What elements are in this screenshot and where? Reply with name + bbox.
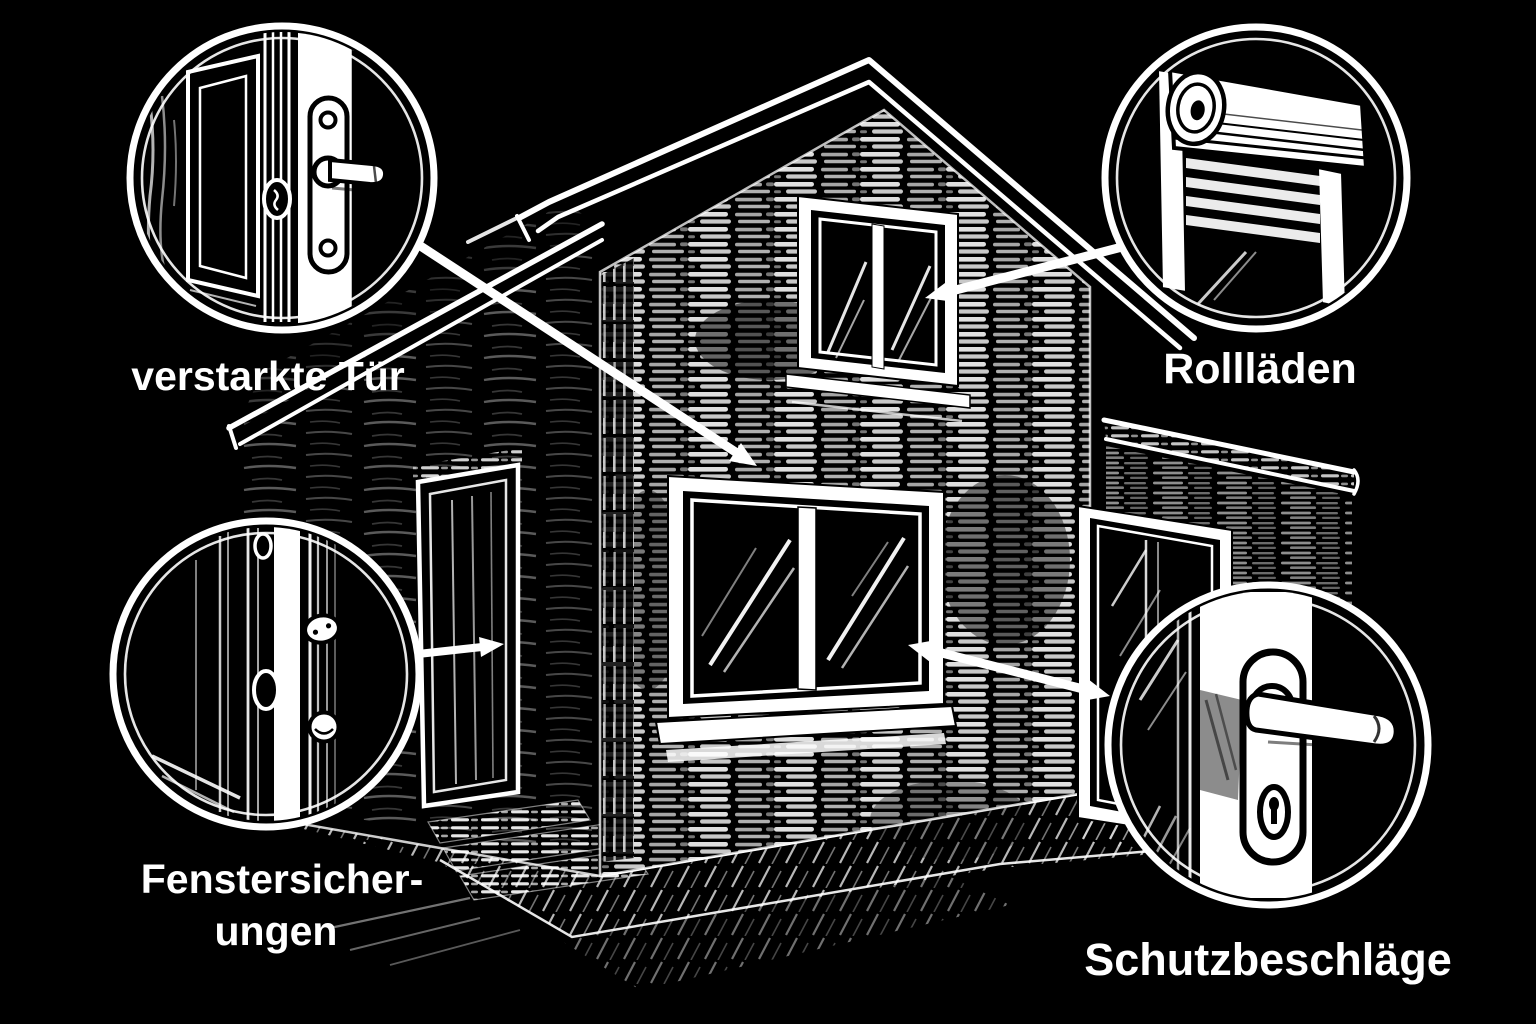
- arrowhead: [1082, 679, 1110, 701]
- screw-icon: [318, 238, 338, 258]
- screw-icon: [318, 110, 338, 130]
- label-schutzbeschlaege: Schutzbeschläge: [1084, 934, 1452, 985]
- roller-end-cap: [1165, 69, 1227, 147]
- callout-circle-window-security: [109, 517, 423, 831]
- label-verstarkte-tuer: verstarkte Tür: [131, 353, 405, 399]
- glass-reflection: [708, 538, 792, 667]
- arrow-schutzbeschlaege: [908, 640, 1110, 701]
- main-window-sill: [654, 704, 958, 746]
- callout-circle-roller-shutters: [1101, 23, 1411, 333]
- callout-ring: [1104, 581, 1432, 909]
- upper-window: [785, 194, 971, 423]
- roller-shutter-icon: [1156, 67, 1369, 310]
- callout-ring: [1101, 23, 1411, 333]
- arrow-verstarkte-tuer: [417, 242, 757, 466]
- label-fenstersicherungen-line1: Fenstersicher-: [141, 856, 424, 902]
- door-handle-icon: [1244, 691, 1399, 749]
- upper-window-mullion: [871, 223, 885, 370]
- callout-circle-reinforced-door: [126, 22, 438, 334]
- glass-reflection: [826, 261, 868, 353]
- glass-reflection: [1196, 250, 1248, 306]
- corner-hatch: [600, 258, 634, 862]
- door-edge-lock-icon: [146, 32, 388, 324]
- side-door: [413, 448, 522, 809]
- window-lock-icon: [303, 613, 341, 645]
- callout-ring: [109, 517, 423, 831]
- roof-edge-outer: [516, 57, 1197, 341]
- callout-circle-protective-fittings: [1104, 581, 1432, 909]
- shutter-slats: [1186, 158, 1320, 243]
- side-door-lintel: [413, 448, 522, 482]
- upper-window-sill: [785, 373, 971, 409]
- window-lock-icon: [307, 710, 341, 744]
- window-lock-bolts-icon: [151, 527, 341, 821]
- arrowhead: [925, 280, 955, 302]
- arrowhead: [908, 640, 936, 662]
- arrow-rolllaeden: [925, 242, 1127, 302]
- arrowhead: [729, 443, 757, 466]
- arrowhead: [479, 637, 504, 657]
- roof-edge-inner: [535, 79, 1183, 351]
- window-frame-face: [274, 527, 300, 821]
- window-bolt-icon: [252, 669, 280, 711]
- open-door-leaf: [186, 53, 260, 299]
- arrow-fenstersicherungen: [414, 637, 504, 658]
- label-rolllaeden: Rollläden: [1163, 345, 1357, 393]
- window-bolt-icon: [253, 532, 273, 560]
- label-fenstersicherungen-line2: ungen: [215, 908, 338, 954]
- callout-arrows: [414, 242, 1127, 701]
- gable-roof: [466, 57, 1197, 351]
- callout-ring: [126, 22, 438, 334]
- door-handle-icon: [328, 157, 388, 187]
- right-wing-eave: [1101, 417, 1360, 496]
- left-wing-fascia-line: [226, 221, 605, 431]
- main-window: [654, 474, 958, 762]
- door-handle-plate-icon: [1124, 592, 1399, 898]
- glass-reflection: [1138, 639, 1180, 701]
- main-window-mullion: [797, 506, 817, 691]
